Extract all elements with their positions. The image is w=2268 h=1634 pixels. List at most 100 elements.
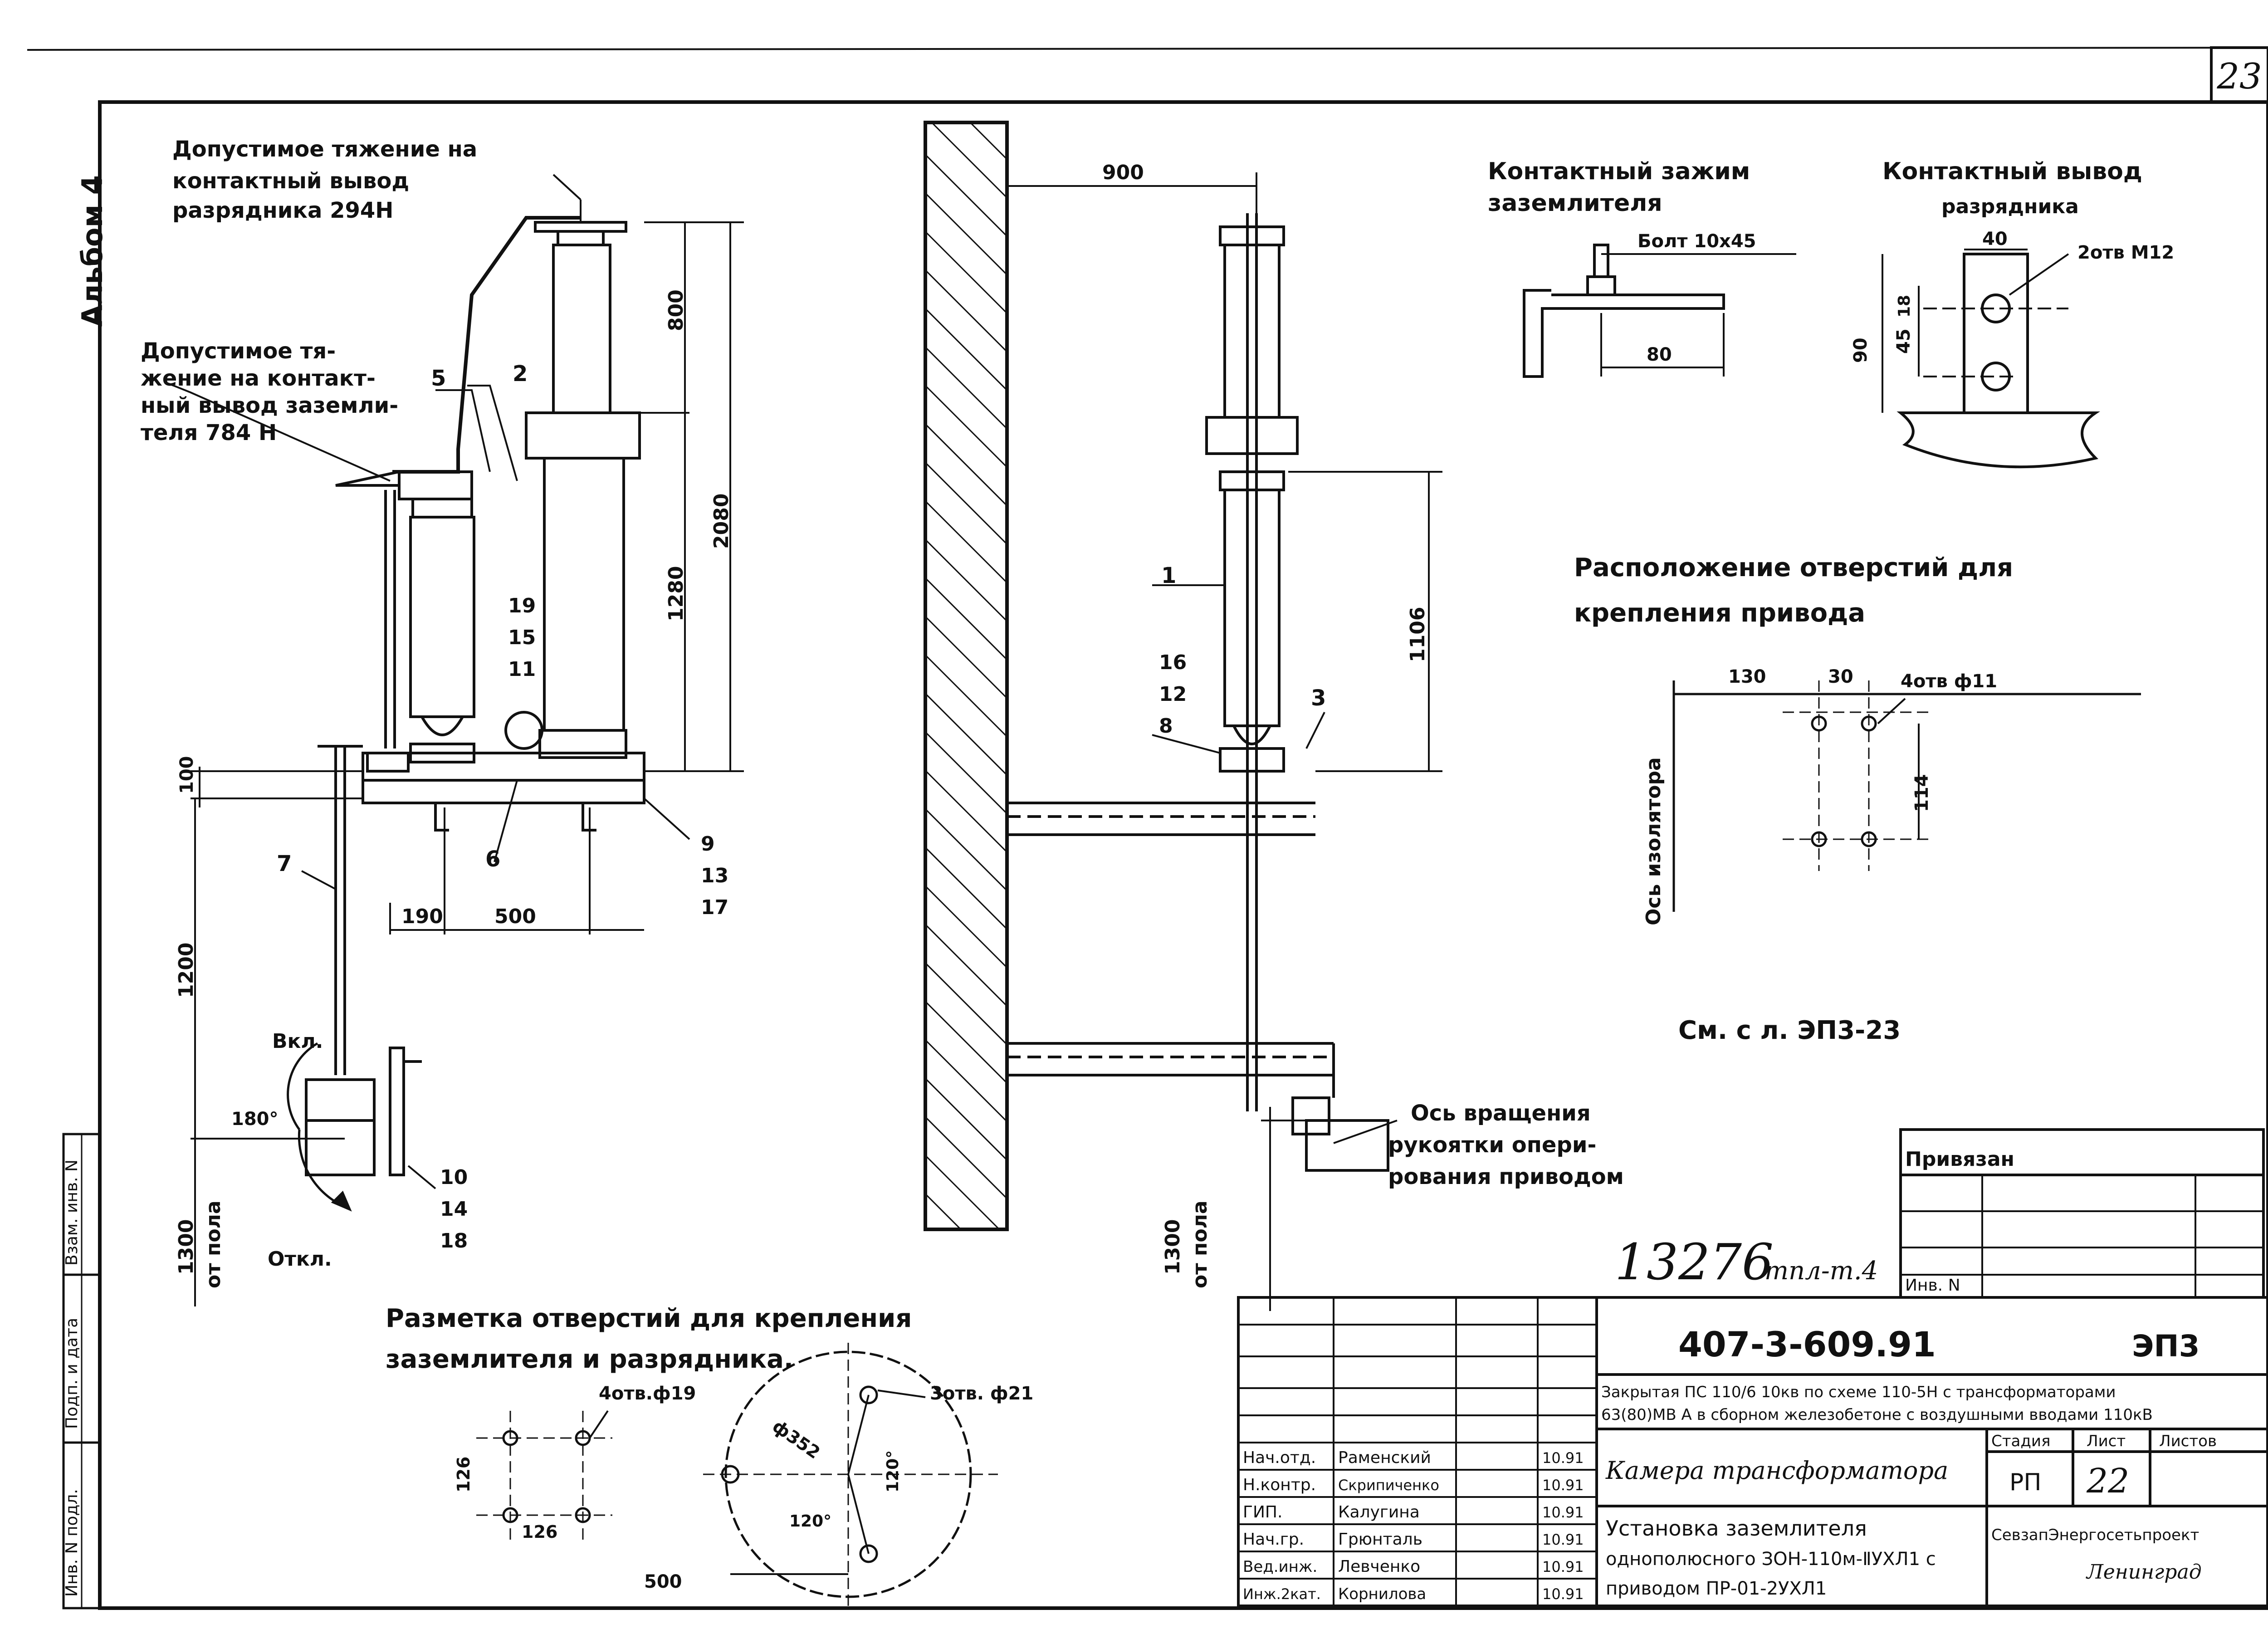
signer-date-5: 10.91	[1542, 1558, 1584, 1575]
note-switch-4: теля 784 Н	[141, 420, 277, 445]
drive-holes-layout: Расположение отверстий для крепления при…	[1574, 553, 2141, 925]
handle-axis-1: Ось вращения	[1411, 1101, 1591, 1126]
note-arrester-1: Допустимое тяжение на	[172, 137, 477, 162]
project-line-2: 63(80)МВ А в сборном железобетоне с возд…	[1601, 1406, 2153, 1424]
city: Ленинград	[2086, 1561, 2202, 1584]
terminal-dim-90: 90	[1850, 338, 1871, 363]
album-label: Альбом 4	[76, 175, 109, 327]
marking-holes-switch: 4отв.ф19	[599, 1383, 696, 1404]
drawing-title-1: Установка заземлителя	[1606, 1516, 1867, 1541]
drawing-title-2: однополюсного ЗОН-110м-ⅡУХЛ1 с	[1606, 1549, 1936, 1570]
clamp-detail: Контактный зажим заземлителя Болт 10х45 …	[1488, 158, 1796, 378]
note-arrester-3: разрядника 294Н	[172, 198, 393, 223]
signer-name-1: Раменский	[1338, 1448, 1431, 1467]
terminal-dim-40: 40	[1982, 229, 2008, 250]
marking-angle-1: 120°	[884, 1450, 902, 1492]
pos-9: 9	[701, 832, 715, 856]
signer-name-3: Калугина	[1338, 1503, 1420, 1521]
pos-3: 3	[1311, 685, 1326, 711]
insulator-axis: Ось изолятора	[1642, 757, 1665, 925]
marking-dim-126h: 126	[522, 1522, 557, 1542]
pos-10: 10	[440, 1166, 468, 1189]
terminal-detail: Контактный вывод разрядника 40 2отв М12 …	[1850, 158, 2174, 469]
stamp-sign-date: Подп. и дата	[63, 1318, 81, 1429]
signer-date-6: 10.91	[1542, 1585, 1584, 1603]
org-name: СевзапЭнергосетьпроект	[1991, 1526, 2199, 1544]
marking-holes: Разметка отверстий для крепления заземли…	[386, 1304, 1033, 1606]
project-line-1: Закрытая ПС 110/6 10кв по схеме 110-5Н с…	[1601, 1383, 2116, 1401]
pos-18: 18	[440, 1229, 468, 1252]
clamp-title-1: Контактный зажим	[1488, 158, 1750, 185]
signer-role-4: Нач.гр.	[1243, 1530, 1304, 1549]
handwritten-number: 13276	[1615, 1233, 1774, 1291]
marking-dim-352: ф352	[769, 1416, 824, 1463]
dim-2080: 2080	[710, 494, 733, 549]
marking-dim-500: 500	[644, 1571, 682, 1592]
clamp-bolt: Болт 10х45	[1637, 231, 1756, 252]
signer-date-1: 10.91	[1542, 1449, 1584, 1467]
drive-holes-title-1: Расположение отверстий для	[1574, 553, 2013, 582]
signer-role-5: Вед.инж.	[1243, 1558, 1317, 1576]
left-elevation-view	[167, 174, 744, 1306]
signer-name-6: Корнилова	[1338, 1585, 1426, 1603]
terminal-holes: 2отв М12	[2077, 242, 2174, 263]
signer-date-4: 10.91	[1542, 1531, 1584, 1548]
pos-5: 5	[431, 366, 446, 391]
stamp-inv-repl: Взам. инв. N	[63, 1159, 81, 1266]
terminal-dim-45: 45	[1893, 328, 1914, 354]
sheets-label: Листов	[2159, 1432, 2217, 1450]
angle-180: 180°	[231, 1109, 279, 1130]
left-stamp: Инв. N подл. Подп. и дата Взам. инв. N	[62, 1133, 101, 1610]
dim-190: 190	[401, 905, 443, 928]
signer-role-3: ГИП.	[1243, 1503, 1282, 1521]
terminal-title-2: разрядника	[1941, 195, 2079, 218]
dim-1300-left: 1300	[175, 1219, 198, 1275]
marking-dim-126v: 126	[454, 1457, 474, 1492]
dim-floor-mid: от пола	[1188, 1200, 1212, 1288]
inv-label: Инв. N	[1905, 1276, 1960, 1295]
sheet-frame: 23	[27, 46, 2268, 1610]
clamp-dim-80: 80	[1647, 344, 1672, 365]
left-elevation-text: Допустимое тяжение на контактный вывод р…	[141, 137, 733, 1288]
pos-16: 16	[1159, 651, 1187, 674]
side-view-text: 900 1 3 16 12 8 1106 1300 от пола Ось вр…	[1102, 161, 1624, 1288]
terminal-title-1: Контактный вывод	[1882, 158, 2142, 185]
drive-holes-title-2: крепления привода	[1574, 598, 1865, 628]
handwritten-suffix: тпл-т.4	[1765, 1256, 1878, 1286]
bound-label: Привязан	[1905, 1148, 2014, 1171]
title-block-text: 407-3-609.91 ЭП3 Закрытая ПС 110/6 10кв …	[1243, 1324, 2217, 1603]
sheet-value: 22	[2086, 1462, 2129, 1501]
dim-500: 500	[494, 905, 536, 928]
label-on: Вкл.	[272, 1030, 323, 1053]
stamp-inv-orig: Инв. N подл.	[63, 1489, 81, 1597]
signer-name-4: Грюнталь	[1338, 1530, 1422, 1549]
note-switch-3: ный вывод заземли-	[141, 393, 398, 418]
sheet-code: ЭП3	[2132, 1329, 2200, 1364]
clamp-title-2: заземлителя	[1488, 190, 1662, 217]
stage-label: Стадия	[1991, 1432, 2050, 1450]
title-block	[1237, 1296, 2268, 1607]
signer-name-2: Скрипиченко	[1338, 1477, 1439, 1494]
drive-holes-spec: 4отв ф11	[1901, 671, 1997, 692]
dim-100: 100	[176, 756, 197, 794]
drawing-title-3: приводом ПР-01-2УХЛ1	[1606, 1578, 1827, 1599]
pos-6: 6	[485, 846, 500, 872]
note-switch-1: Допустимое тя-	[141, 338, 336, 364]
pos-14: 14	[440, 1198, 468, 1221]
pos-15: 15	[508, 626, 536, 649]
pos-19: 19	[508, 594, 536, 617]
pos-2: 2	[513, 361, 528, 386]
dim-900: 900	[1102, 161, 1144, 184]
dim-800: 800	[665, 289, 688, 331]
drive-dim-114: 114	[1911, 774, 1932, 812]
marking-title-2: заземлителя и разрядника.	[386, 1345, 793, 1374]
signer-name-5: Левченко	[1338, 1557, 1420, 1576]
signer-role-1: Нач.отд.	[1243, 1448, 1316, 1467]
signer-date-2: 10.91	[1542, 1477, 1584, 1494]
pos-17: 17	[701, 896, 728, 919]
drive-dim-30: 30	[1828, 666, 1853, 687]
marking-angle-2: 120°	[789, 1512, 831, 1531]
sheet-number: 23	[2216, 56, 2262, 97]
